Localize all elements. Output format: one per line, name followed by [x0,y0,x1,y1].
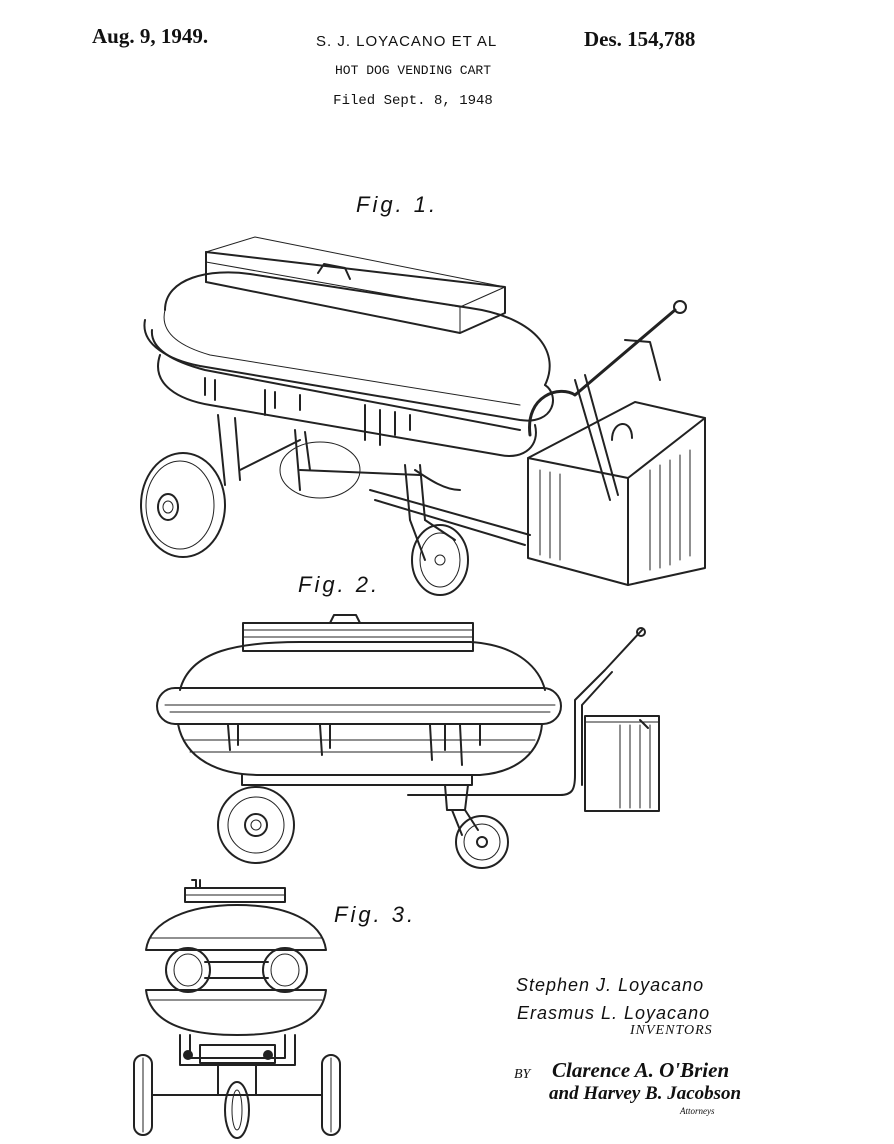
attorney-signature-1: Clarence A. O'Brien [552,1058,730,1082]
by-label: BY [514,1067,531,1082]
inventors-caption: INVENTORS [630,1023,713,1038]
patent-title: HOT DOG VENDING CART [334,63,492,78]
fig1-drawing [140,236,706,596]
fig1-label: Fig. 1. [356,192,439,217]
inventor-name-2: Erasmus L. Loyacano [517,1003,711,1023]
fig2-drawing [156,614,660,869]
filed-date: Filed Sept. 8, 1948 [333,93,493,109]
attorneys-caption: Attorneys [680,1106,715,1116]
attorney-signature-2: and Harvey B. Jacobson [549,1083,742,1104]
inventor-header: S. J. LOYACANO ET AL [316,33,498,50]
fig3-drawing [133,879,341,1139]
patent-number: Des. 154,788 [584,27,696,51]
fig2-label: Fig. 2. [298,572,381,597]
fig3-label: Fig. 3. [334,902,417,927]
inventor-name-1: Stephen J. Loyacano [516,975,705,995]
patent-date: Aug. 9, 1949. [92,24,209,48]
